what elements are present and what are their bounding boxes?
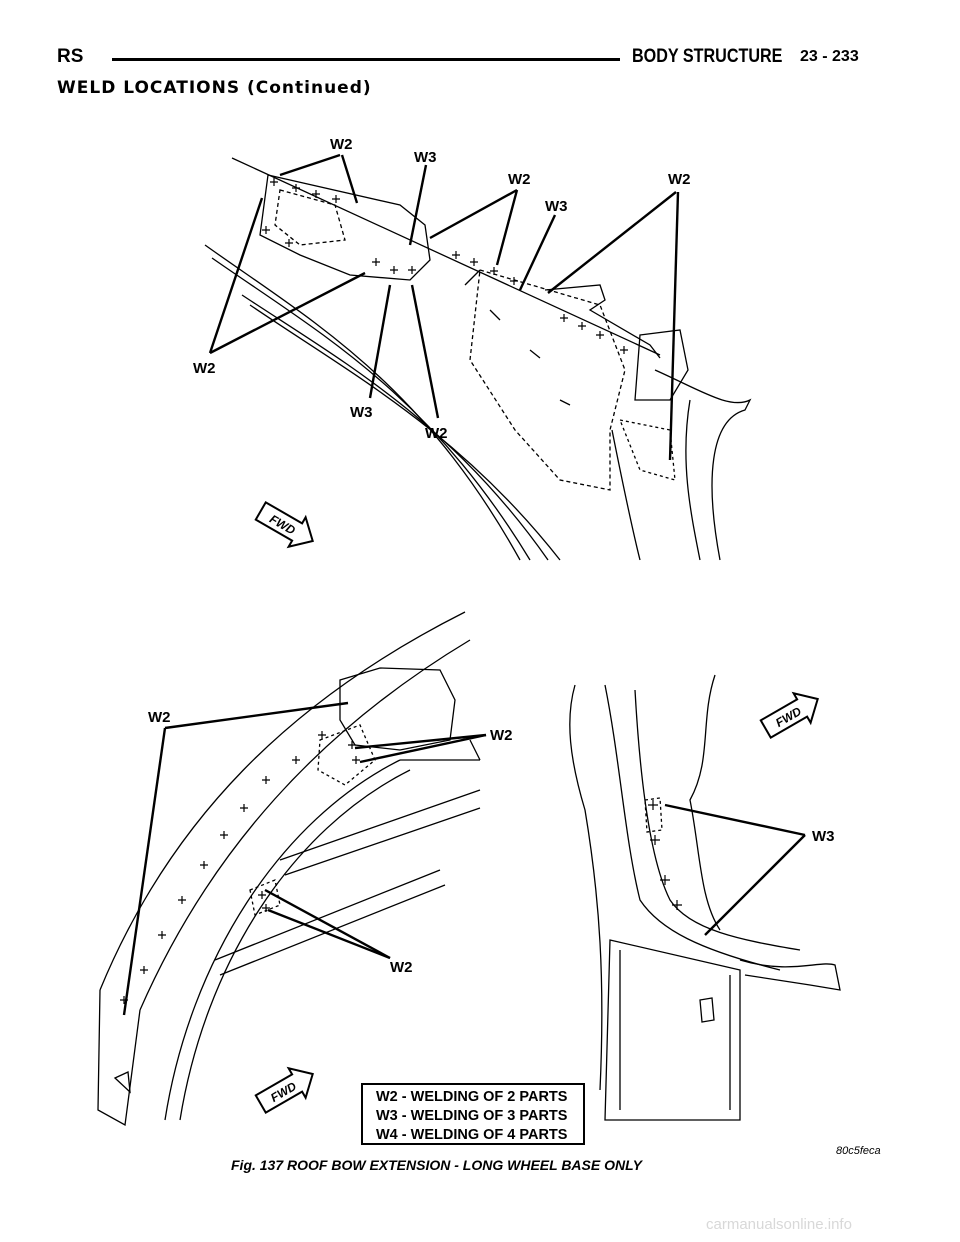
bottom-left-pillar-drawing (97, 611, 481, 1127)
legend-line-w2: W2 - WELDING OF 2 PARTS (376, 1089, 568, 1105)
callout-w2: W2 (330, 136, 353, 153)
callout-w2: W2 (148, 709, 171, 726)
bottom-right-weld-marks (648, 800, 682, 910)
callout-w2: W2 (193, 360, 216, 377)
legend-line-w4: W4 - WELDING OF 4 PARTS (376, 1127, 568, 1143)
figure-id: 80c5feca (836, 1145, 881, 1157)
header-page-number: 23 - 233 (800, 48, 859, 65)
callout-w3: W3 (545, 198, 568, 215)
callout-w2: W2 (490, 727, 513, 744)
callout-w3: W3 (350, 404, 373, 421)
legend-line-w3: W3 - WELDING OF 3 PARTS (376, 1108, 568, 1124)
weld-legend: W2 - WELDING OF 2 PARTS W3 - WELDING OF … (361, 1083, 585, 1145)
fwd-arrow: FWD (254, 500, 314, 549)
header-rule (112, 58, 620, 61)
callout-w2: W2 (390, 959, 413, 976)
watermark: carmanualsonline.info (706, 1216, 852, 1233)
top-weld-marks (262, 178, 628, 354)
bottom-left-weld-marks (120, 731, 360, 1004)
fwd-arrow: FWD (759, 691, 819, 740)
bottom-left-leader-lines (122, 701, 487, 1016)
header-section-code: RS (57, 46, 84, 67)
fwd-arrow: FWD (254, 1066, 314, 1115)
callout-w3: W3 (812, 828, 835, 845)
bottom-right-leader-lines (664, 803, 806, 936)
bottom-right-pillar-drawing (569, 674, 841, 1121)
callout-w2: W2 (425, 425, 448, 442)
top-callout-labels: W2 W3 W2 W3 W2 W2 W3 W2 (193, 136, 691, 442)
header-title: BODY STRUCTURE (632, 46, 783, 67)
bottom-callout-labels: W2 W2 W2 W3 (148, 709, 835, 976)
figure-caption: Fig. 137 ROOF BOW EXTENSION - LONG WHEEL… (231, 1157, 642, 1173)
top-leader-lines (208, 153, 680, 461)
callout-w2: W2 (508, 171, 531, 188)
callout-w2: W2 (668, 171, 691, 188)
callout-w3: W3 (414, 149, 437, 166)
section-title: WELD LOCATIONS (Continued) (57, 78, 372, 98)
top-roof-bow-drawing (204, 157, 752, 561)
